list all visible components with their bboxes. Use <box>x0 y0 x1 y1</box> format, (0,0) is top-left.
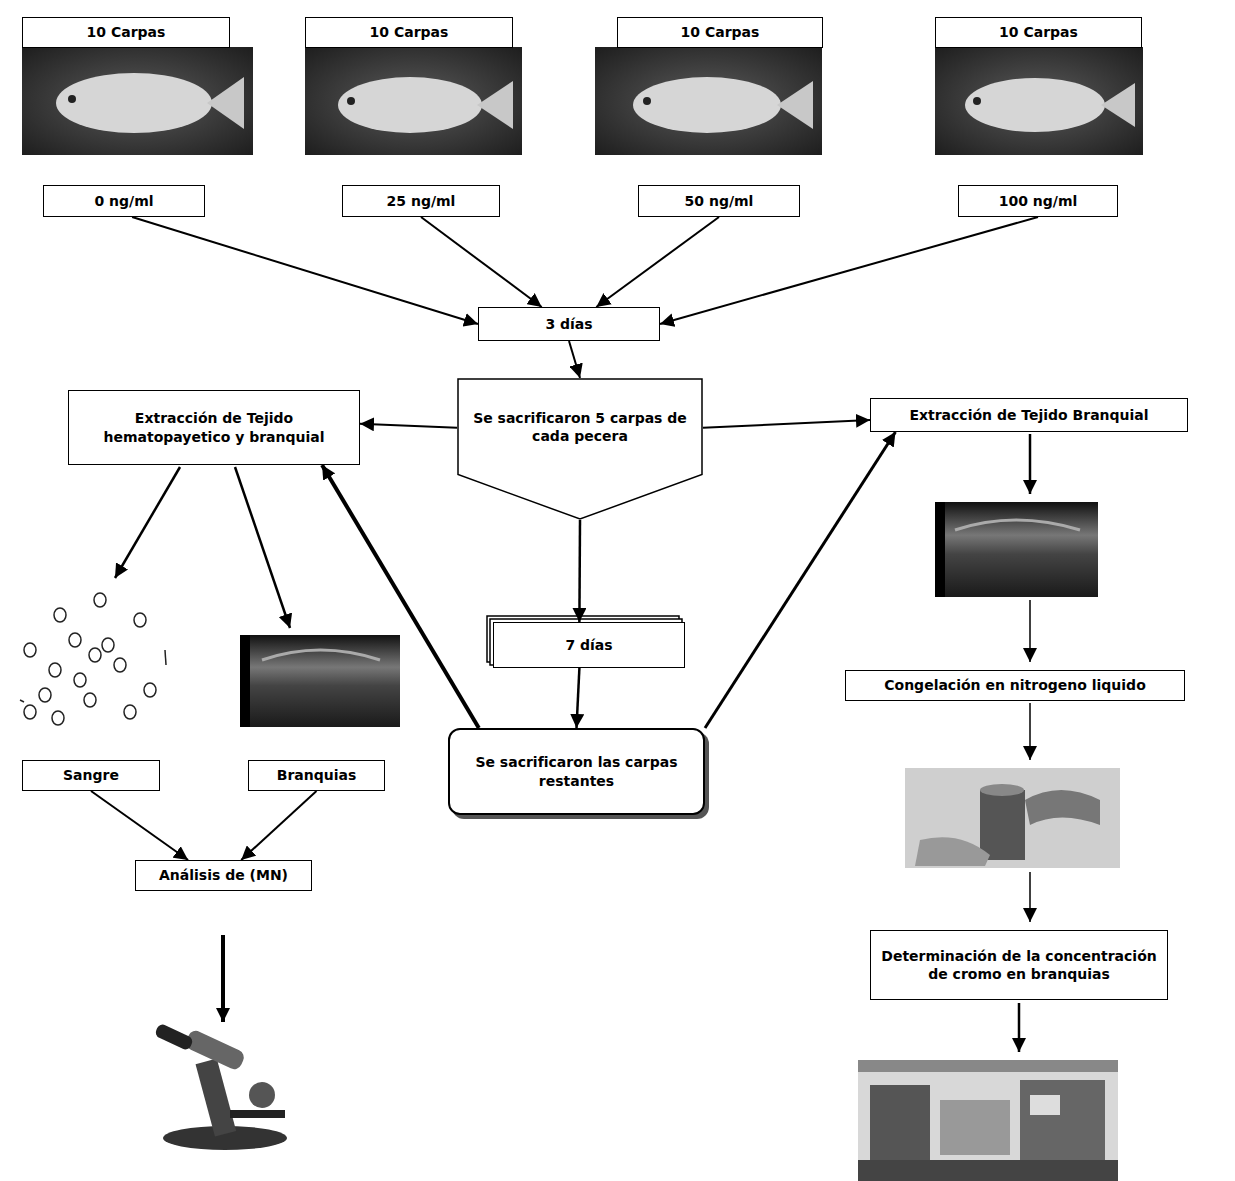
dose-box: 100 ng/ml <box>958 185 1118 217</box>
microscope <box>154 1023 287 1150</box>
process-box: Congelación en nitrogeno liquido <box>845 670 1185 701</box>
sample-label: 10 Carpas <box>305 17 513 48</box>
text-wrap: 7 días <box>565 636 612 654</box>
node-text: 100 ng/ml <box>999 192 1078 210</box>
text-wrap: 10 Carpas <box>681 23 760 41</box>
flow-arrow <box>596 217 719 307</box>
decision-pentagon: Se sacrificaron 5 carpas de cada pecera <box>457 378 703 520</box>
sample-box: Sangre <box>22 760 160 791</box>
flow-arrow <box>569 341 580 378</box>
flow-arrow <box>703 420 870 428</box>
flow-arrow <box>660 217 1038 324</box>
pentagon-outline <box>457 378 703 520</box>
text-wrap: 0 ng/ml <box>94 192 153 210</box>
node-text: Sangre <box>63 766 119 784</box>
text-wrap: Determinación de la concentración de cro… <box>879 947 1159 983</box>
lab-equipment-photo <box>858 1060 1118 1181</box>
dose-box: 50 ng/ml <box>638 185 800 217</box>
gill-photo <box>935 502 1098 597</box>
text-wrap: Sangre <box>63 766 119 784</box>
liquid-nitrogen-photo <box>905 768 1120 868</box>
sample-label: 10 Carpas <box>935 17 1142 48</box>
flow-arrow <box>322 465 479 728</box>
text-wrap: 3 días <box>545 315 592 333</box>
text-wrap: Extracción de Tejido hematopayetico y br… <box>77 409 351 445</box>
node-text: Se sacrificaron 5 carpas de cada pecera <box>471 409 689 445</box>
sample-label: 10 Carpas <box>617 17 823 48</box>
flow-arrow <box>577 668 580 728</box>
process-box: Extracción de Tejido Branquial <box>870 398 1188 432</box>
node-text: Congelación en nitrogeno liquido <box>884 676 1146 694</box>
node-text: Extracción de Tejido Branquial <box>909 406 1148 424</box>
node-text: 3 días <box>545 315 592 333</box>
node-text: 7 días <box>565 636 612 654</box>
text-wrap: Congelación en nitrogeno liquido <box>884 676 1146 694</box>
node-text: 10 Carpas <box>999 23 1078 41</box>
text-wrap: 10 Carpas <box>370 23 449 41</box>
flow-arrow <box>578 520 581 622</box>
fish-photo <box>305 47 522 155</box>
process-box: Se sacrificaron las carpas restantes <box>448 728 705 815</box>
node-text: 10 Carpas <box>87 23 166 41</box>
flow-arrow <box>91 791 188 860</box>
node-text: 0 ng/ml <box>94 192 153 210</box>
fish-photo <box>935 47 1143 155</box>
text-wrap: 25 ng/ml <box>387 192 456 210</box>
time-box: 3 días <box>478 307 660 341</box>
node-text: Análisis de (MN) <box>159 866 288 884</box>
node-text: 10 Carpas <box>681 23 760 41</box>
node-text: Extracción de Tejido hematopayetico y br… <box>77 409 351 445</box>
node-text: Branquias <box>277 766 357 784</box>
flow-arrow <box>132 217 478 324</box>
dose-box: 25 ng/ml <box>342 185 500 217</box>
text-wrap: Extracción de Tejido Branquial <box>909 406 1148 424</box>
analysis-box: Análisis de (MN) <box>135 860 312 891</box>
node-text: 25 ng/ml <box>387 192 456 210</box>
text-wrap: Branquias <box>277 766 357 784</box>
process-box: Determinación de la concentración de cro… <box>870 930 1168 1000</box>
dose-box: 0 ng/ml <box>43 185 205 217</box>
node-text: 50 ng/ml <box>685 192 754 210</box>
text-wrap: 100 ng/ml <box>999 192 1078 210</box>
text-wrap: Análisis de (MN) <box>159 866 288 884</box>
time-box: 7 días <box>493 622 685 668</box>
node-text: Determinación de la concentración de cro… <box>879 947 1159 983</box>
text-wrap: Se sacrificaron 5 carpas de cada pecera <box>471 409 689 445</box>
node-text: 10 Carpas <box>370 23 449 41</box>
text-wrap: Se sacrificaron las carpas restantes <box>458 753 695 789</box>
text-wrap: 10 Carpas <box>999 23 1078 41</box>
flow-arrow <box>241 791 316 860</box>
node-text: Se sacrificaron las carpas restantes <box>458 753 695 789</box>
text-wrap: 50 ng/ml <box>685 192 754 210</box>
flow-arrow <box>421 217 542 307</box>
flow-arrow <box>360 424 457 428</box>
text-wrap: 10 Carpas <box>87 23 166 41</box>
sample-box: Branquias <box>248 760 385 791</box>
fish-photo <box>22 47 253 155</box>
sample-label: 10 Carpas <box>22 17 230 48</box>
fish-photo <box>595 47 822 155</box>
gill-photo <box>240 635 400 727</box>
blood-cells <box>20 593 166 725</box>
process-box: Extracción de Tejido hematopayetico y br… <box>68 390 360 465</box>
